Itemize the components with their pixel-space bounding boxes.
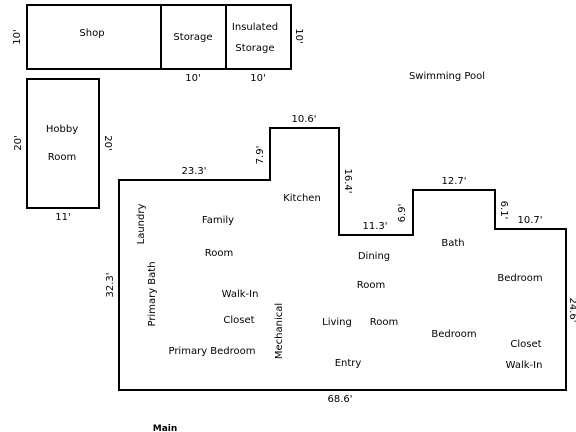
bath-label: Bath bbox=[441, 238, 464, 249]
insulated-storage-label-line1: Insulated bbox=[232, 22, 278, 33]
dining-room-label: Room bbox=[357, 280, 385, 291]
family-label: Family bbox=[202, 215, 234, 226]
hobby-width-dim: 11' bbox=[55, 212, 70, 223]
hobby-height-right-dim: 20' bbox=[102, 135, 113, 150]
bath-step-dim: 6.1' bbox=[498, 201, 509, 220]
left-top-width-dim: 23.3' bbox=[181, 166, 206, 177]
dining-label: Dining bbox=[358, 251, 390, 262]
walk-in-left-label: Walk-In bbox=[222, 289, 259, 300]
insulated-storage-width-dim: 10' bbox=[250, 73, 265, 84]
left-top-step-dim: 7.9' bbox=[255, 146, 266, 165]
insulated-storage-depth-dim: 10' bbox=[293, 28, 304, 43]
primary-bath-label: Primary Bath bbox=[147, 261, 158, 326]
entry-label: Entry bbox=[335, 358, 362, 369]
storage-width-dim: 10' bbox=[185, 73, 200, 84]
mechanical-label: Mechanical bbox=[274, 303, 285, 359]
insulated-storage-label-line2: Storage bbox=[235, 43, 274, 54]
shop-depth-dim: 10' bbox=[12, 29, 23, 44]
notch-width-dim: 11.3' bbox=[362, 221, 387, 232]
family-room-label: Room bbox=[205, 248, 233, 259]
right-top-width-dim: 10.7' bbox=[517, 215, 542, 226]
swimming-pool-label: Swimming Pool bbox=[409, 71, 485, 82]
kitchen-step-dim: 16.4' bbox=[342, 168, 353, 193]
bottom-width-dim: 68.6' bbox=[327, 394, 352, 405]
shop-label: Shop bbox=[79, 28, 104, 39]
left-height-dim: 32.3' bbox=[105, 272, 116, 297]
bedroom-middle-label: Bedroom bbox=[431, 329, 476, 340]
hobby-room-outline bbox=[26, 78, 100, 209]
kitchen-top-width-dim: 10.6' bbox=[291, 114, 316, 125]
living-room-label: Room bbox=[370, 317, 398, 328]
walk-in-right-label: Walk-In bbox=[506, 360, 543, 371]
primary-bedroom-label: Primary Bedroom bbox=[168, 346, 255, 357]
closet-right-label: Closet bbox=[510, 339, 541, 350]
right-height-dim: 24.6' bbox=[567, 297, 576, 322]
insulated-storage-outline bbox=[225, 4, 292, 70]
laundry-label: Laundry bbox=[136, 204, 147, 245]
closet-left-label: Closet bbox=[223, 315, 254, 326]
notch-step-dim: 6.9' bbox=[397, 204, 408, 223]
hobby-height-left-dim: 20' bbox=[13, 135, 24, 150]
storage-label: Storage bbox=[173, 32, 212, 43]
bedroom-right-label: Bedroom bbox=[497, 273, 542, 284]
kitchen-label: Kitchen bbox=[283, 193, 321, 204]
living-label: Living bbox=[322, 317, 352, 328]
hobby-room-label-line2: Room bbox=[48, 152, 76, 163]
hobby-room-label-line1: Hobby bbox=[46, 124, 78, 135]
floor-caption: Main bbox=[153, 424, 178, 432]
bath-top-width-dim: 12.7' bbox=[441, 176, 466, 187]
main-house-outline bbox=[118, 127, 567, 391]
